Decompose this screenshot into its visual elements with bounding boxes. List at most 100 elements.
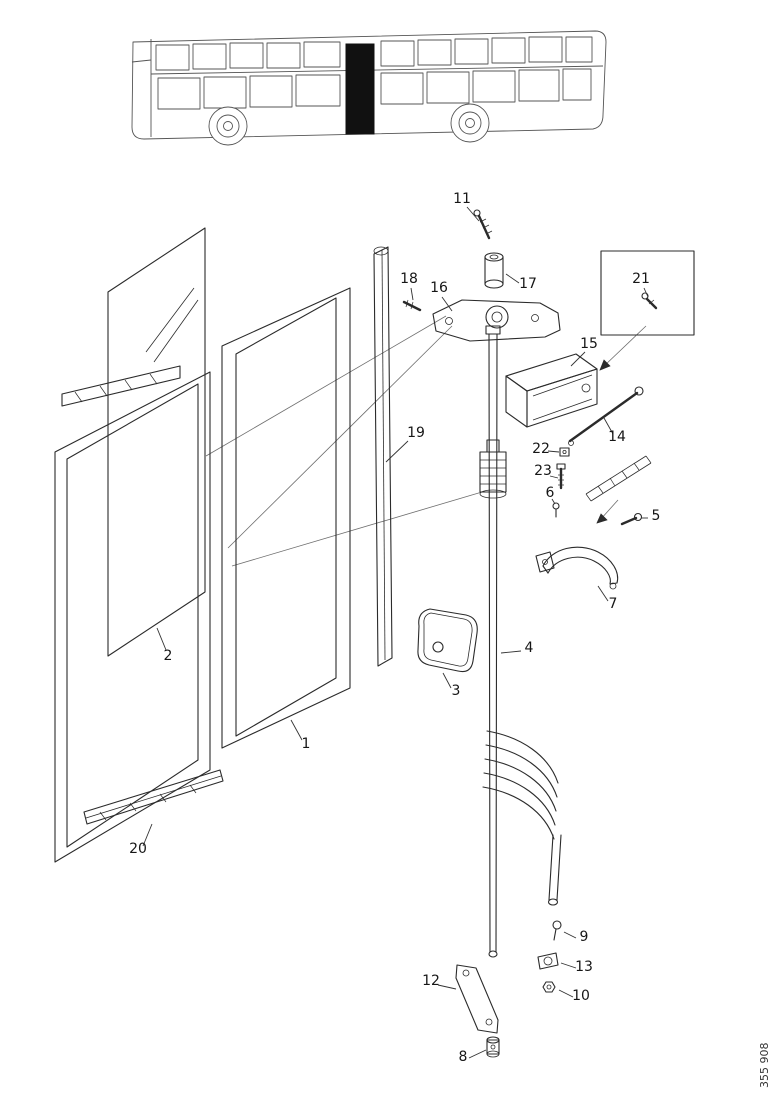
harness-band	[485, 744, 558, 798]
rod-eye-end	[568, 440, 574, 446]
motion-arrowhead	[596, 513, 608, 524]
shaft-gear-bushing	[479, 439, 507, 499]
wheel-tire	[450, 103, 490, 143]
callout-leader-6	[551, 498, 556, 505]
alignment-line	[205, 315, 447, 457]
bracket-hole	[531, 314, 539, 322]
callout-20: 20	[129, 841, 147, 857]
callout-19: 19	[407, 425, 425, 441]
arm-mount-tab	[535, 551, 555, 573]
callout-7: 7	[609, 596, 618, 612]
wheel-tire	[208, 106, 248, 146]
callout-leader-23	[549, 475, 559, 479]
callout-21: 21	[632, 271, 650, 287]
detail-arrowhead	[599, 359, 611, 371]
callout-22: 22	[532, 441, 550, 457]
callout-leader-17	[505, 273, 520, 284]
bracket-hole	[485, 1018, 493, 1026]
screw-part18	[402, 299, 422, 312]
drive-unit-front	[505, 375, 528, 428]
nut-part10	[542, 981, 556, 993]
bus-window	[303, 41, 341, 68]
callout-11: 11	[453, 191, 471, 207]
mount-bracket-part16	[432, 299, 561, 342]
bus-window	[229, 42, 264, 69]
bushing-top	[486, 1036, 500, 1044]
bus-window	[565, 36, 593, 63]
callout-leader-13	[560, 962, 577, 969]
wheel-hub	[223, 121, 233, 131]
bracket-plate	[432, 299, 561, 342]
outer-door-frame	[54, 365, 224, 863]
callout-17: 17	[519, 276, 537, 292]
callout-4: 4	[525, 640, 534, 656]
clamp-body	[537, 952, 559, 970]
callout-12: 12	[422, 973, 440, 989]
fitting-stem	[553, 928, 557, 941]
bus-window	[528, 36, 563, 63]
bus-window	[491, 37, 526, 64]
bushing-bottom	[486, 1050, 500, 1058]
callout-23: 23	[534, 463, 552, 479]
bus-highlighted-door	[345, 43, 375, 135]
hatched-rod-detail	[585, 455, 652, 502]
arm-mount-hole	[542, 559, 548, 565]
bolt-part5	[620, 512, 643, 526]
detail-box-part21	[600, 250, 695, 336]
bus-panel	[472, 70, 516, 103]
panel-inner-edge	[423, 612, 473, 667]
wheel-rim	[458, 111, 482, 135]
panel-outline	[417, 608, 478, 673]
bus-window	[417, 39, 452, 66]
callout-13: 13	[575, 959, 593, 975]
harness-band	[484, 758, 557, 812]
callout-leader-15	[570, 351, 586, 367]
harness-band	[486, 730, 559, 784]
bracket-hole	[462, 969, 470, 977]
gear-flange	[479, 489, 507, 499]
harness-tube	[548, 834, 554, 901]
screw-shank	[477, 214, 491, 240]
callout-15: 15	[580, 336, 598, 352]
inner-frame-outline	[221, 287, 351, 749]
callout-leader-9	[563, 931, 577, 939]
drive-shaft-part4	[479, 325, 507, 958]
callout-16: 16	[430, 280, 448, 296]
callout-leader-10	[558, 989, 574, 998]
gear-top-knob	[486, 439, 500, 453]
bushing-bore	[489, 254, 499, 260]
clamp-part13	[537, 952, 559, 970]
callout-leader-22	[547, 450, 560, 453]
bolt-head	[552, 502, 560, 510]
bus-belt-line	[150, 65, 604, 75]
seal-strip-rib	[381, 249, 386, 661]
bushing-bottom	[484, 279, 504, 289]
callout-leader-16	[441, 296, 453, 312]
bracket-plate	[455, 964, 499, 1034]
link-rod-part14	[568, 386, 644, 446]
callout-leader-20	[142, 823, 153, 847]
screw-part23	[556, 463, 566, 490]
bus-rear-wheel	[450, 103, 490, 143]
bracket-hole	[445, 317, 453, 325]
callout-leader-14	[603, 417, 614, 435]
callout-leader-8	[468, 1049, 487, 1059]
bus-front-wheel	[208, 106, 248, 146]
glass-pane	[107, 227, 206, 657]
harness-connector	[547, 898, 559, 906]
seal-strip-body	[373, 246, 393, 667]
drive-unit-part15	[505, 353, 598, 428]
seal-strip-cap	[373, 246, 389, 256]
outer-frame-outline	[54, 371, 211, 863]
bus-illustration	[131, 30, 607, 146]
bolt-shank	[620, 516, 638, 526]
harness-band	[483, 772, 556, 826]
callout-14: 14	[608, 429, 626, 445]
bolt-part6	[552, 502, 560, 518]
bracket-boss	[485, 305, 509, 329]
arm-inner-curve	[547, 556, 611, 585]
bus-front-panel-line	[131, 59, 152, 63]
callout-leader-4	[500, 650, 522, 654]
bottom-bracket-part12	[455, 964, 499, 1034]
bushing-top	[484, 252, 504, 262]
